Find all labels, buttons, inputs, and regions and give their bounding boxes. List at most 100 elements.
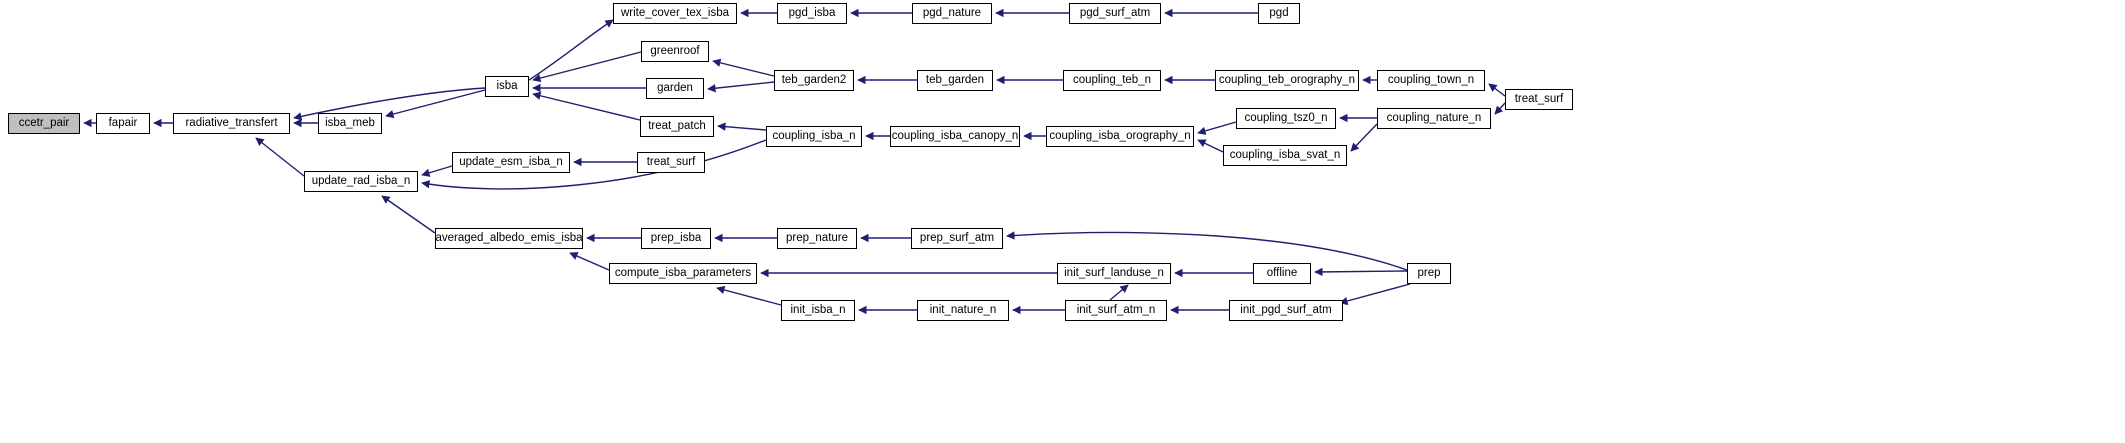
node-label: treat_patch	[648, 119, 706, 132]
edge-coupling_tsz0_n-to-coupling_isba_orography_n	[1197, 121, 1237, 135]
node-label: prep	[1417, 266, 1441, 279]
node-coupling_nature_n[interactable]: coupling_nature_n	[1377, 108, 1491, 129]
node-init_isba_n[interactable]: init_isba_n	[781, 300, 855, 321]
node-label: pgd_isba	[788, 6, 836, 19]
node-treat_surf_right[interactable]: treat_surf	[1505, 89, 1573, 110]
edge-teb_garden2-to-garden	[707, 81, 775, 93]
edge-treat_surf_right-to-coupling_town_n	[1488, 83, 1506, 97]
node-write_cover_tex_isba[interactable]: write_cover_tex_isba	[613, 3, 737, 24]
node-label: teb_garden2	[781, 73, 847, 86]
node-label: isba_meb	[325, 116, 375, 129]
edge-coupling_isba_svat_n-to-coupling_isba_orography_n	[1197, 139, 1224, 153]
node-label: ccetr_pair	[18, 116, 70, 129]
edge-init_surf_atm_n-to-init_surf_landuse_n	[1109, 284, 1129, 301]
node-fapair[interactable]: fapair	[96, 113, 150, 134]
node-label: coupling_isba_svat_n	[1229, 148, 1341, 161]
edge-teb_garden2-to-greenroof	[712, 58, 775, 77]
node-init_surf_atm_n[interactable]: init_surf_atm_n	[1065, 300, 1167, 321]
node-label: fapair	[108, 116, 138, 129]
node-coupling_isba_canopy_n[interactable]: coupling_isba_canopy_n	[890, 126, 1020, 147]
node-pgd_surf_atm[interactable]: pgd_surf_atm	[1069, 3, 1161, 24]
edge-coupling_nature_n-to-coupling_isba_svat_n	[1350, 123, 1378, 152]
node-greenroof[interactable]: greenroof	[641, 41, 709, 62]
node-label: init_surf_atm_n	[1076, 303, 1156, 316]
node-label: pgd	[1269, 6, 1289, 19]
node-label: init_surf_landuse_n	[1064, 266, 1164, 279]
node-label: init_isba_n	[790, 303, 846, 316]
edge-update_rad_isba_n-to-radiative_transfert	[255, 137, 305, 177]
node-init_surf_landuse_n[interactable]: init_surf_landuse_n	[1057, 263, 1171, 284]
node-coupling_teb_orography_n[interactable]: coupling_teb_orography_n	[1215, 70, 1359, 91]
edge-update_esm_isba_n-to-update_rad_isba_n	[421, 165, 453, 177]
node-label: greenroof	[650, 44, 700, 57]
node-pgd_nature[interactable]: pgd_nature	[912, 3, 992, 24]
node-pgd[interactable]: pgd	[1258, 3, 1300, 24]
node-init_nature_n[interactable]: init_nature_n	[917, 300, 1009, 321]
node-label: update_esm_isba_n	[459, 155, 563, 168]
node-pgd_isba[interactable]: pgd_isba	[777, 3, 847, 24]
node-label: coupling_isba_orography_n	[1049, 129, 1191, 142]
node-label: coupling_town_n	[1387, 73, 1475, 86]
node-init_pgd_surf_atm[interactable]: init_pgd_surf_atm	[1229, 300, 1343, 321]
node-label: prep_isba	[650, 231, 702, 244]
edge-coupling_isba_n-to-treat_patch	[717, 122, 767, 131]
node-label: pgd_surf_atm	[1079, 6, 1151, 19]
node-label: offline	[1266, 266, 1298, 279]
node-coupling_town_n[interactable]: coupling_town_n	[1377, 70, 1485, 91]
node-label: coupling_isba_n	[772, 129, 856, 142]
node-label: update_rad_isba_n	[311, 174, 411, 187]
node-isba[interactable]: isba	[485, 76, 529, 97]
edge-prep-to-offline	[1314, 267, 1408, 277]
node-coupling_teb_n[interactable]: coupling_teb_n	[1063, 70, 1161, 91]
node-label: coupling_teb_orography_n	[1218, 73, 1356, 86]
node-label: prep_nature	[785, 231, 849, 244]
node-teb_garden2[interactable]: teb_garden2	[774, 70, 854, 91]
node-label: init_pgd_surf_atm	[1240, 303, 1332, 316]
edge-init_isba_n-to-compute_isba_parameters	[716, 285, 782, 306]
edge-compute_isba_parameters-to-averaged_albedo_emis_isba	[569, 252, 610, 271]
node-prep_surf_atm[interactable]: prep_surf_atm	[911, 228, 1003, 249]
node-label: coupling_tsz0_n	[1244, 111, 1328, 124]
node-label: coupling_nature_n	[1386, 111, 1482, 124]
node-label: compute_isba_parameters	[614, 266, 752, 279]
node-prep[interactable]: prep	[1407, 263, 1451, 284]
node-label: garden	[657, 81, 693, 94]
node-isba_meb[interactable]: isba_meb	[318, 113, 382, 134]
edge-treat_surf_right-to-coupling_nature_n	[1494, 102, 1506, 115]
node-update_esm_isba_n[interactable]: update_esm_isba_n	[452, 152, 570, 173]
edge-isba-to-isba_meb	[385, 89, 486, 119]
node-label: treat_surf	[1514, 92, 1564, 105]
node-label: init_nature_n	[929, 303, 997, 316]
node-label: teb_garden	[925, 73, 985, 86]
node-teb_garden[interactable]: teb_garden	[917, 70, 993, 91]
node-label: coupling_isba_canopy_n	[891, 129, 1019, 142]
node-coupling_tsz0_n[interactable]: coupling_tsz0_n	[1236, 108, 1336, 129]
node-radiative_transfert[interactable]: radiative_transfert	[173, 113, 290, 134]
node-averaged_albedo_emis_isba[interactable]: averaged_albedo_emis_isba	[435, 228, 583, 249]
node-prep_nature[interactable]: prep_nature	[777, 228, 857, 249]
edge-prep-to-init_pgd_surf_atm	[1339, 283, 1411, 306]
node-update_rad_isba_n[interactable]: update_rad_isba_n	[304, 171, 418, 192]
node-coupling_isba_svat_n[interactable]: coupling_isba_svat_n	[1223, 145, 1347, 166]
node-label: radiative_transfert	[185, 116, 278, 129]
node-ccetr_pair[interactable]: ccetr_pair	[8, 113, 80, 134]
node-treat_surf_left[interactable]: treat_surf	[637, 152, 705, 173]
node-compute_isba_parameters[interactable]: compute_isba_parameters	[609, 263, 757, 284]
node-label: isba	[496, 79, 518, 92]
node-offline[interactable]: offline	[1253, 263, 1311, 284]
node-label: pgd_nature	[922, 6, 982, 19]
node-treat_patch[interactable]: treat_patch	[640, 116, 714, 137]
node-coupling_isba_orography_n[interactable]: coupling_isba_orography_n	[1046, 126, 1194, 147]
node-label: write_cover_tex_isba	[620, 6, 730, 19]
node-label: treat_surf	[646, 155, 696, 168]
node-label: averaged_albedo_emis_isba	[435, 231, 583, 244]
node-coupling_isba_n[interactable]: coupling_isba_n	[766, 126, 862, 147]
edge-isba-to-write_cover_tex_isba	[528, 19, 614, 81]
node-prep_isba[interactable]: prep_isba	[641, 228, 711, 249]
edge-treat_patch-to-isba	[532, 91, 641, 121]
node-garden[interactable]: garden	[646, 78, 704, 99]
edge-greenroof-to-isba	[532, 51, 642, 83]
node-label: prep_surf_atm	[919, 231, 995, 244]
